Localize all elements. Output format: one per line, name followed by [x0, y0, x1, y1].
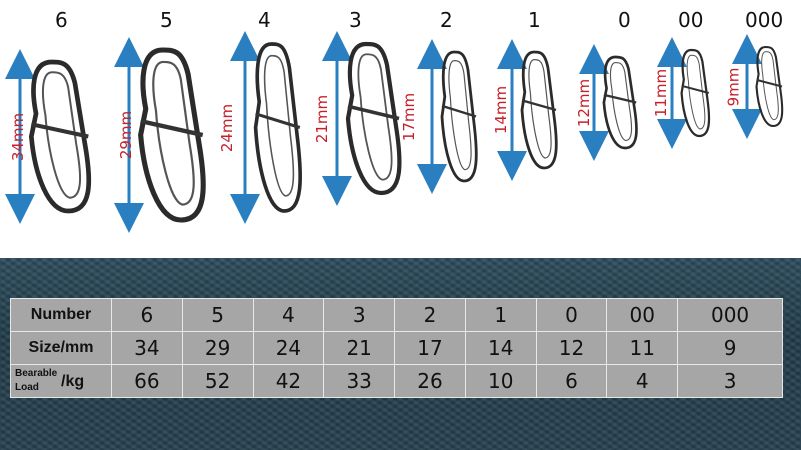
size-number-label: 6 [55, 8, 68, 32]
size-mm-label: 11mm [652, 68, 671, 118]
table-cell-size-mm: 29 [181, 331, 254, 365]
size-mm-label: 24mm [218, 103, 237, 152]
row-header-size: Size/mm [10, 331, 112, 365]
size-mm-label: 9mm [724, 67, 743, 106]
product-size-illustration: 6 34mm 5 29mm 4 24mm 3 21mm 2 17mm 1 14mm 0 12mm 00 11m… [5, 8, 784, 233]
table-cell-number: 6 [111, 298, 183, 332]
snap-clip-icon [680, 48, 711, 138]
table-cell-size-mm: 21 [323, 331, 396, 365]
size-number-label: 1 [528, 8, 541, 32]
table-cell-load-kg: 42 [252, 364, 325, 398]
table-cell-number: 3 [323, 298, 396, 332]
table-cell-size-mm: 24 [252, 331, 325, 365]
size-mm-label: 34mm [9, 112, 28, 161]
load-header-line1: Bearable [15, 368, 58, 379]
size-mm-label: 12mm [575, 78, 594, 127]
size-mm-label: 21mm [313, 94, 332, 143]
size-number-label: 0 [618, 8, 631, 32]
snap-clip-icon [138, 47, 206, 223]
snap-clip-icon [755, 45, 784, 128]
table-cell-size-mm: 12 [535, 331, 608, 365]
snap-clip-icon [28, 59, 92, 214]
snap-clip-icon [440, 50, 478, 183]
size-number-label: 2 [440, 8, 453, 32]
table-cell-load-kg: 33 [323, 364, 396, 398]
table-cell-size-mm: 11 [606, 331, 679, 365]
table-cell-size-mm: 14 [464, 331, 537, 365]
table-cell-number: 2 [394, 298, 466, 332]
snap-clip-icon [345, 41, 402, 196]
snap-clips-drawing [5, 30, 784, 233]
table-cell-size-mm: 34 [111, 331, 183, 365]
table-cell-load-kg: 4 [606, 364, 679, 398]
size-number-label: 3 [349, 8, 362, 32]
size-number-label: 4 [258, 8, 271, 32]
size-number-label: 000 [745, 8, 784, 32]
table-cell-size-mm: 9 [677, 331, 783, 365]
size-mm-label: 14mm [492, 85, 511, 135]
table-cell-number: 5 [181, 298, 254, 332]
size-mm-label: 29mm [117, 110, 136, 160]
load-header-unit: /kg [61, 373, 85, 390]
table-cell-load-kg: 52 [181, 364, 254, 398]
row-header-number: Number [10, 298, 112, 332]
table-cell-load-kg: 3 [677, 364, 783, 398]
table-cell-number: 000 [677, 298, 783, 332]
row-header-load: Bearable Load /kg [10, 364, 112, 398]
snap-clip-icon [520, 50, 558, 170]
table-cell-number: 00 [606, 298, 679, 332]
size-mm-label: 17mm [400, 92, 419, 141]
table-cell-size-mm: 17 [394, 331, 466, 365]
size-number-label: 00 [678, 8, 704, 32]
table-cell-number: 1 [464, 298, 537, 332]
table-cell-load-kg: 6 [535, 364, 608, 398]
table-cell-load-kg: 26 [394, 364, 466, 398]
size-number-label: 5 [160, 8, 173, 32]
snap-clip-icon [253, 42, 302, 213]
table-cell-number: 4 [252, 298, 325, 332]
table-cell-number: 0 [535, 298, 608, 332]
load-header-line2: Load [15, 382, 39, 393]
table-cell-load-kg: 66 [111, 364, 183, 398]
snap-clip-icon [602, 55, 638, 150]
table-cell-load-kg: 10 [464, 364, 537, 398]
